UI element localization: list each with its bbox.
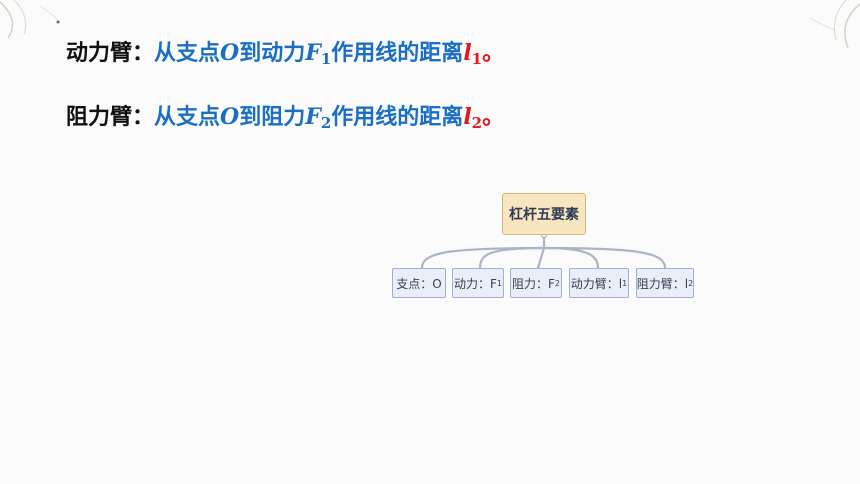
- power-arm-symbol: l1: [463, 40, 483, 68]
- mindmap-child-label: 阻力臂：l: [636, 276, 689, 291]
- power-arm-force-subscript: 1: [320, 50, 332, 68]
- power-arm-colon: ：: [132, 41, 155, 66]
- resistance-arm-text-1: 从支点: [154, 105, 221, 130]
- corner-decoration-right: [809, 0, 860, 49]
- mindmap-child-label: 支点：O: [396, 276, 442, 291]
- power-arm-text-2: 到动力: [239, 41, 306, 66]
- mindmap-root-label: 杠杆五要素: [509, 207, 579, 223]
- resistance-arm-symbol: l2: [463, 104, 483, 132]
- mindmap-child-subscript: 1: [622, 278, 628, 288]
- power-arm-definition: 动力臂：从支点O到动力F1作用线的距离l1。: [66, 38, 504, 74]
- power-arm-term: 动力臂: [66, 41, 133, 66]
- resistance-arm-force-symbol: F2: [305, 104, 332, 132]
- resistance-arm-pivot-symbol: O: [220, 104, 240, 130]
- resistance-arm-term: 阻力臂: [66, 105, 133, 130]
- power-arm-text-1: 从支点: [154, 41, 221, 66]
- mindmap-child-subscript: 2: [688, 278, 694, 288]
- mindmap-root-node: 杠杆五要素: [502, 193, 586, 235]
- resistance-arm-text-2: 到阻力: [239, 105, 306, 130]
- mindmap-connectors: [420, 231, 667, 270]
- resistance-arm-force-subscript: 2: [320, 114, 332, 132]
- mindmap-child-label: 动力臂：l: [570, 276, 623, 291]
- resistance-arm-subscript: 2: [471, 114, 483, 132]
- mindmap-child-subscript: 2: [554, 278, 560, 288]
- mindmap-child-label: 动力：F: [454, 276, 497, 291]
- resistance-arm-definition: 阻力臂：从支点O到阻力F2作用线的距离l2。: [66, 102, 504, 138]
- mindmap-child-fulcrum: 支点：O: [392, 268, 446, 298]
- power-arm-pivot-symbol: O: [220, 40, 240, 66]
- power-arm-text-3: 作用线的距离: [331, 41, 464, 66]
- mindmap-child-label: 阻力：F: [512, 276, 555, 291]
- corner-decoration-left: [0, 0, 61, 39]
- resistance-arm-end: 。: [482, 105, 505, 130]
- power-arm-end: 。: [482, 41, 505, 66]
- resistance-arm-text-3: 作用线的距离: [331, 105, 464, 130]
- power-arm-force-symbol: F1: [305, 40, 332, 68]
- mindmap-child-subscript: 1: [496, 278, 502, 288]
- power-arm-subscript: 1: [471, 50, 483, 68]
- resistance-arm-colon: ：: [132, 105, 155, 130]
